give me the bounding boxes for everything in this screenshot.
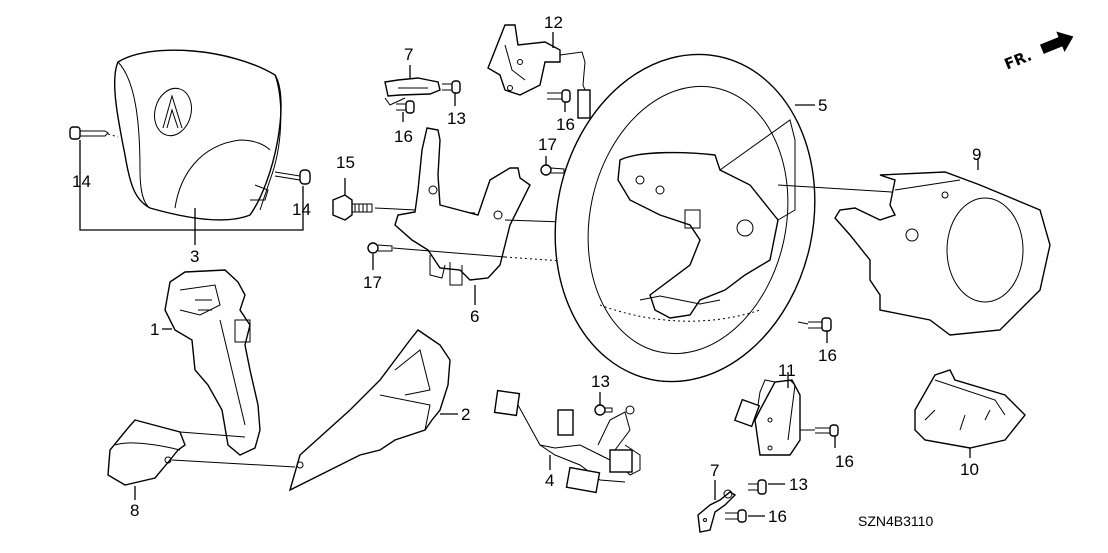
callout-16: 16 <box>835 452 854 471</box>
screw-13-harness <box>594 404 613 416</box>
callout-12: 12 <box>544 13 563 32</box>
callout-6: 6 <box>470 307 479 326</box>
part-rear-cover <box>834 171 1051 336</box>
screw-17-left <box>367 242 393 254</box>
callout-9: 9 <box>972 145 981 164</box>
callout-14: 14 <box>72 172 91 191</box>
bolt-14-left <box>69 126 119 140</box>
callout-1: 1 <box>150 320 159 339</box>
callout-17: 17 <box>538 135 557 154</box>
callout-16: 16 <box>768 507 787 526</box>
screw-16-lower <box>725 509 747 523</box>
callout-11: 11 <box>778 361 796 380</box>
front-direction-indicator: FR. <box>1002 31 1074 74</box>
acura-logo-icon <box>154 87 192 137</box>
part-nut-bolt <box>332 194 373 221</box>
callout-3: 3 <box>190 247 199 266</box>
part-steering-wheel <box>554 53 816 383</box>
part-right-steering-switch <box>288 329 451 492</box>
part-bracket-lower <box>697 489 737 533</box>
callout-10: 10 <box>960 460 979 479</box>
callout-5: 5 <box>818 96 827 115</box>
callout-15: 15 <box>336 153 355 172</box>
screw-16-paddle-right <box>800 424 839 437</box>
part-wire-harness <box>493 389 641 494</box>
part-left-steering-switch <box>164 269 261 456</box>
screw-16-upper <box>396 100 415 114</box>
part-paddle-switch-right <box>733 379 801 456</box>
callout-16: 16 <box>394 127 413 146</box>
callout-17: 17 <box>363 273 382 292</box>
callout-13: 13 <box>447 109 466 128</box>
part-airbag-module <box>113 49 282 221</box>
screw-16-wheel <box>808 317 832 332</box>
callout-13: 13 <box>591 372 610 391</box>
part-bracket-upper <box>384 77 441 106</box>
callout-8: 8 <box>130 501 139 520</box>
callout-16: 16 <box>818 346 837 365</box>
callout-7: 7 <box>404 45 413 64</box>
screw-13-lower <box>748 479 767 495</box>
part-lower-cover <box>914 369 1026 449</box>
part-paddle-switch-left <box>487 24 591 119</box>
callout-2: 2 <box>461 405 470 424</box>
front-direction-label: FR. <box>1002 46 1035 73</box>
callout-7: 7 <box>710 461 719 480</box>
callout-4: 4 <box>545 471 554 490</box>
part-lower-garnish <box>107 419 186 486</box>
screw-13-upper <box>442 80 461 94</box>
diagram-code: SZN4B3110 <box>858 513 933 529</box>
front-arrow-icon <box>1039 31 1074 54</box>
callout-14: 14 <box>292 200 311 219</box>
callout-16: 16 <box>556 115 575 134</box>
bolt-14-right <box>274 169 311 185</box>
part-switch-bracket <box>394 127 531 286</box>
callout-13: 13 <box>789 475 808 494</box>
screw-16-paddle <box>547 89 571 103</box>
screw-17-right <box>540 164 565 176</box>
